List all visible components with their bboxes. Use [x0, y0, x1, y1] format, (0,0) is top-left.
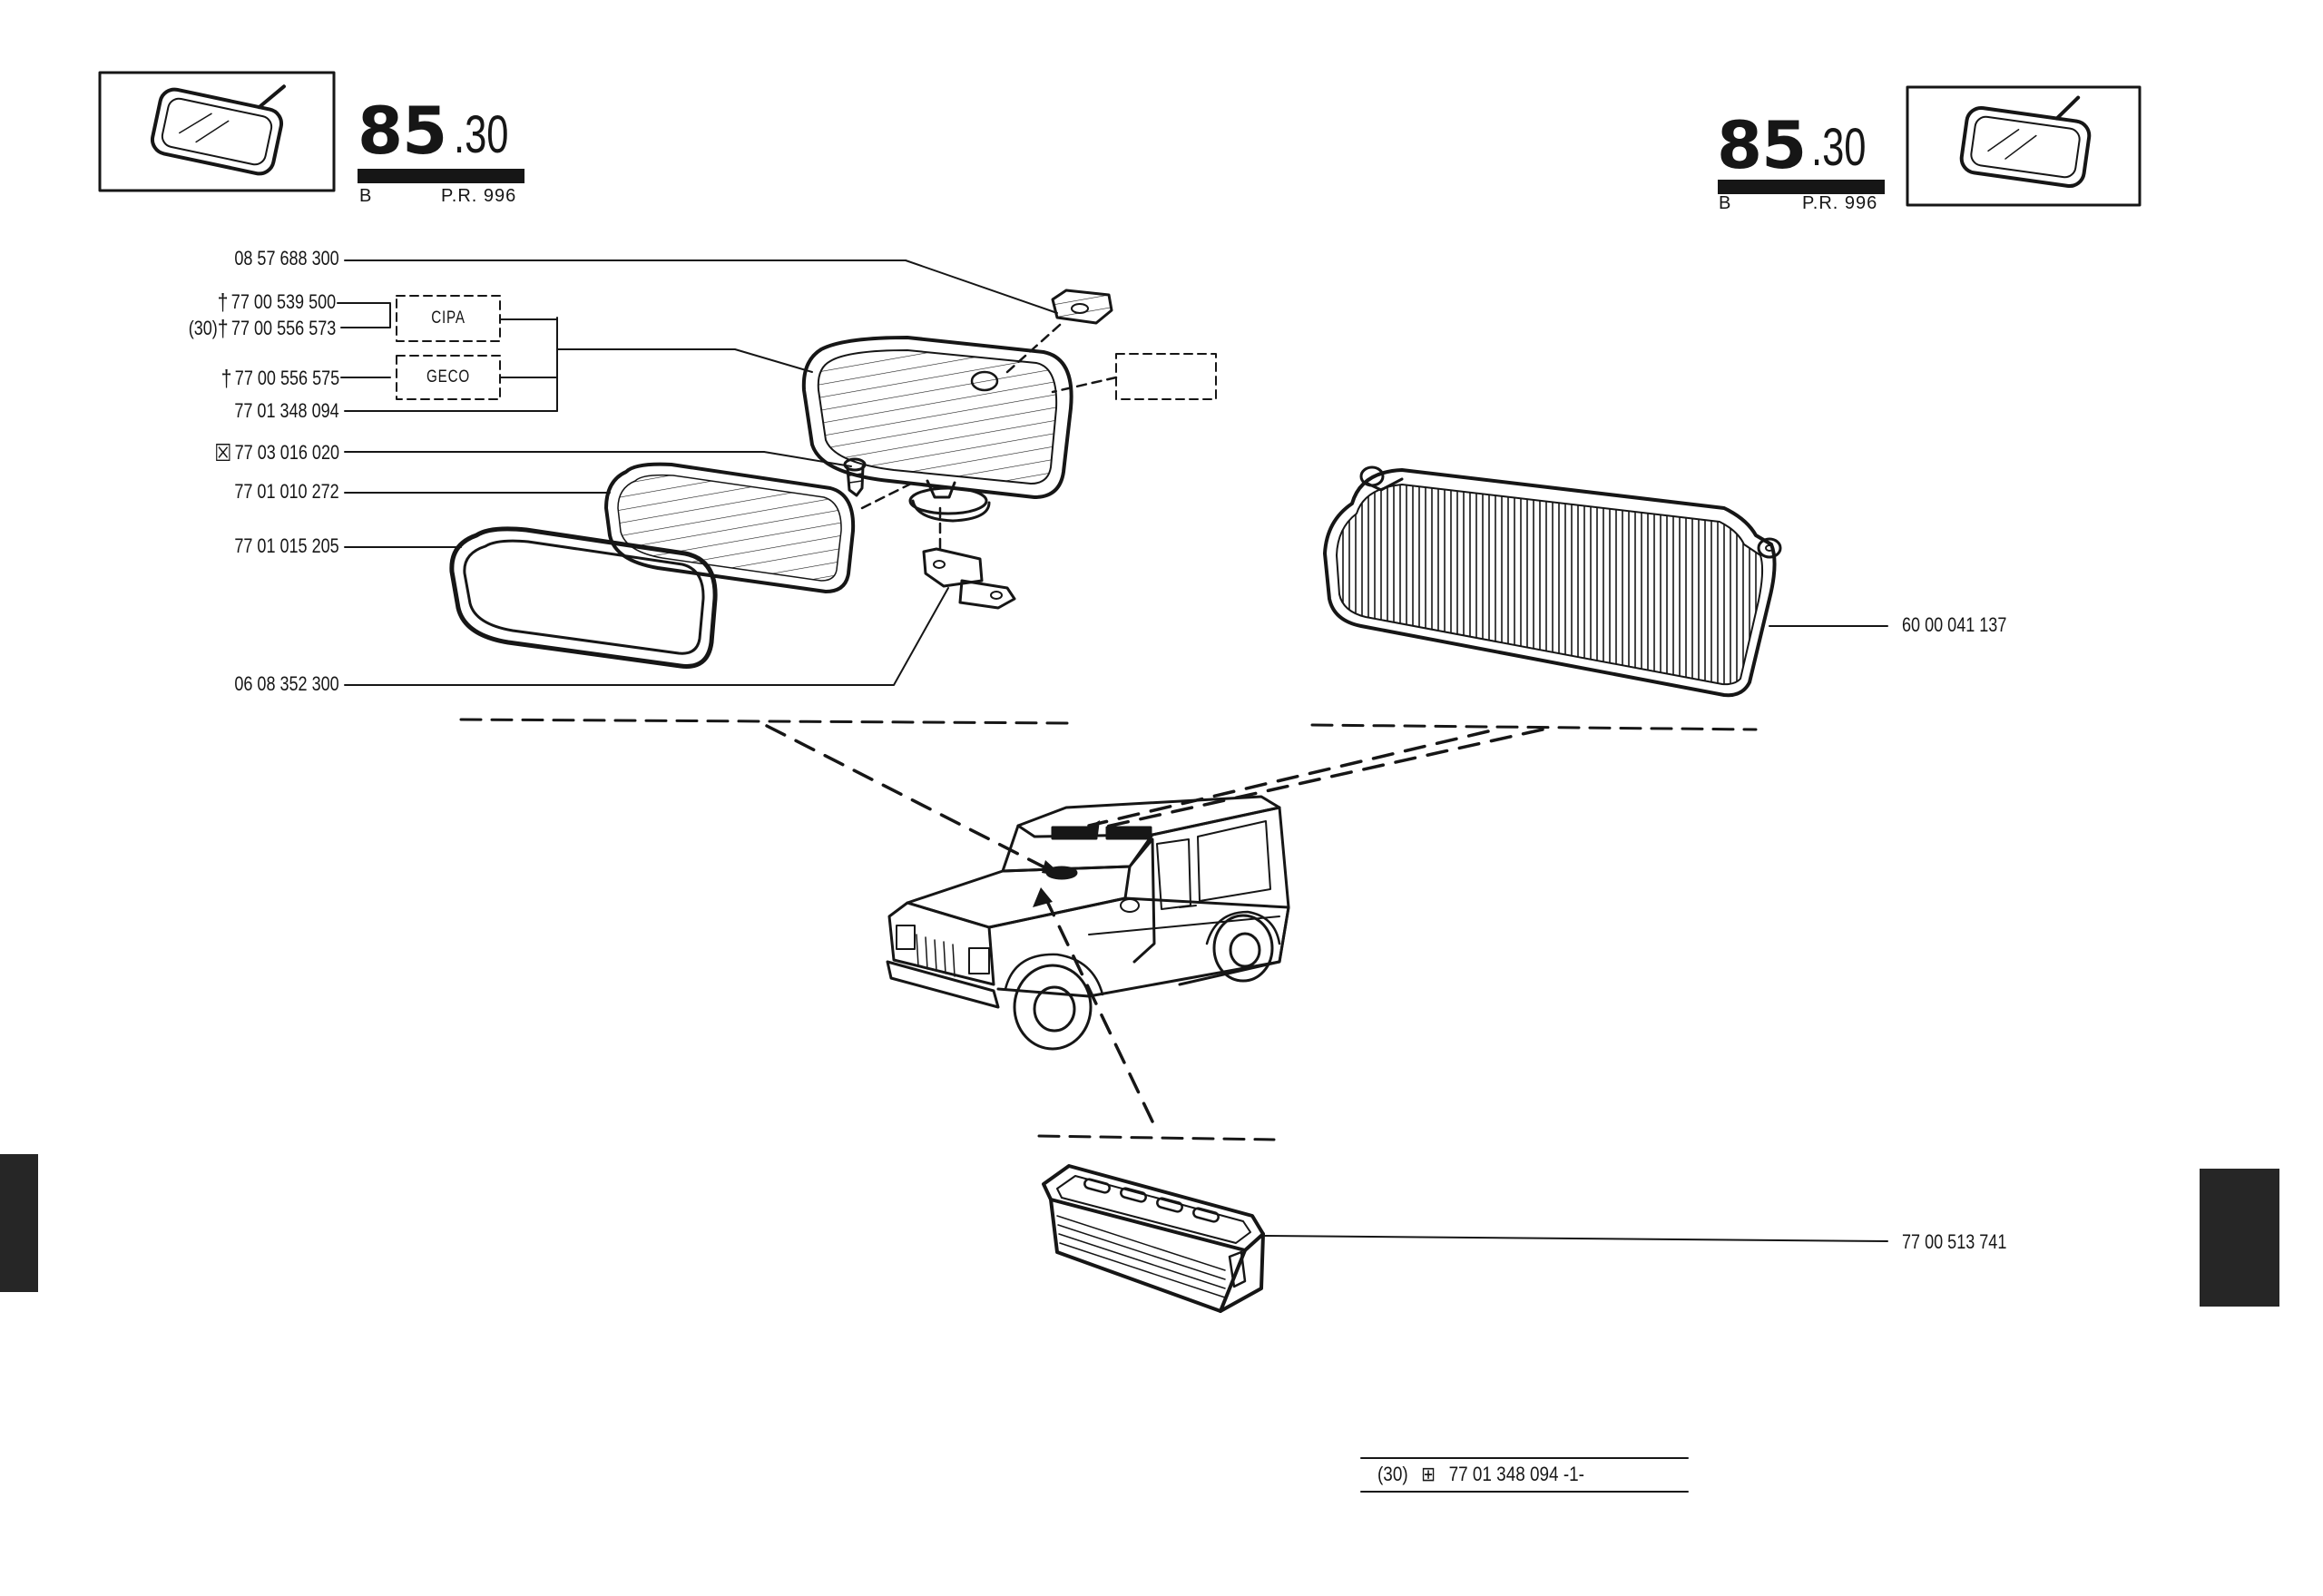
- dagger-mark: †: [217, 315, 229, 342]
- section-number-major: 85: [1717, 107, 1807, 183]
- mirror-glass-part: [604, 462, 856, 593]
- footer-rules: [1360, 1457, 1689, 1493]
- supplier-label-cipa: CIPA: [431, 308, 466, 328]
- part-number-screw: ☒77 03 016 020: [214, 439, 339, 466]
- part-number-interior-lamp: 77 00 513 741: [1902, 1230, 2007, 1253]
- part-number-glass: 77 01 010 272: [234, 480, 339, 503]
- footer-part-number: 77 01 348 094 -1-: [1448, 1463, 1584, 1485]
- pr-reference: P.R. 996: [1802, 193, 1878, 213]
- section-number-minor: .30: [1811, 118, 1867, 177]
- mirror-connectors: [860, 323, 1118, 551]
- leader-lines-left: [337, 259, 1058, 686]
- mirror-icon-right: [1906, 85, 2142, 207]
- pr-reference: P.R. 996: [441, 186, 517, 206]
- version-letter: B: [359, 186, 372, 206]
- part-number-mirror-cipa-1: †77 00 539 500: [217, 289, 336, 316]
- section-underline: [1718, 180, 1885, 194]
- box-cross-icon: ⊞: [1421, 1463, 1436, 1485]
- part-number-seal: 77 01 015 205: [234, 534, 339, 557]
- page-edge-tab-left: [0, 1154, 38, 1292]
- part-number-mirror-assembly: 77 01 348 094: [234, 399, 339, 422]
- screw-part: [843, 457, 867, 497]
- part-number-mirror-cipa-2: (30)†77 00 556 573: [188, 315, 336, 342]
- variant-prefix: (30): [188, 317, 218, 339]
- group-dashes: [459, 718, 1758, 1141]
- page-edge-tab-right: [2200, 1169, 2279, 1307]
- cross-box-mark: ☒: [214, 439, 232, 466]
- mirror-seal-part: [449, 526, 718, 669]
- mirror-icon-left: [98, 71, 336, 192]
- vehicle-illustration: [886, 795, 1290, 1051]
- footer-reference: (30) ⊞ 77 01 348 094 -1-: [1377, 1464, 1584, 1484]
- section-number-minor: .30: [454, 105, 509, 164]
- part-number-clip: 08 57 688 300: [234, 247, 339, 269]
- bracket-part: [922, 547, 1016, 610]
- sun-visor-part: [1323, 465, 1888, 698]
- dagger-mark: †: [217, 289, 229, 316]
- interior-lamp-part: [1042, 1164, 1888, 1313]
- supplier-label-geco: GECO: [426, 367, 470, 387]
- section-underline: [358, 169, 524, 183]
- section-number-major: 85: [358, 93, 447, 169]
- version-letter: B: [1719, 193, 1731, 213]
- part-number-mirror-geco: †77 00 556 575: [221, 365, 339, 392]
- part-number-bracket: 06 08 352 300: [234, 672, 339, 695]
- dagger-mark: †: [221, 365, 232, 392]
- mirror-housing: [801, 336, 1073, 523]
- footer-prefix: (30): [1377, 1463, 1408, 1485]
- part-number-sun-visor: 60 00 041 137: [1902, 613, 2007, 636]
- clip-part: [1051, 289, 1113, 325]
